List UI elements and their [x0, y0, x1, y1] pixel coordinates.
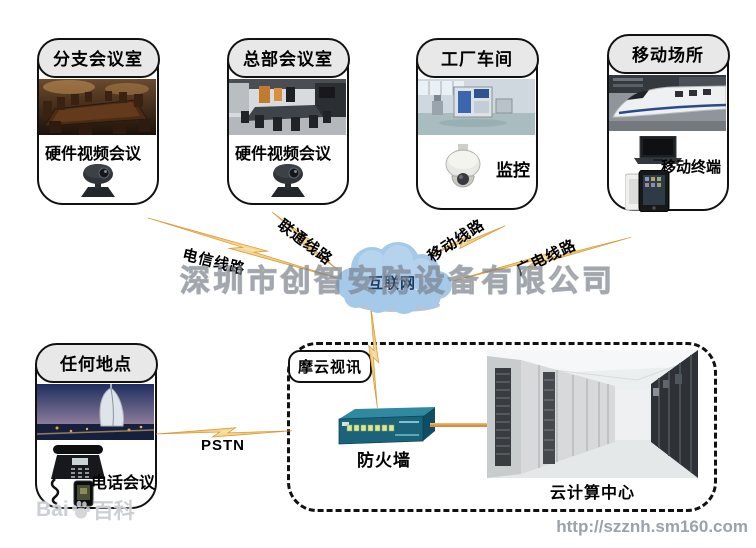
node-hq-room: 总部会议室 硬件视频会议 [226, 37, 350, 205]
node-hq-title-text: 总部会议室 [243, 50, 333, 69]
hq-room-photo [229, 79, 346, 135]
node-mobile-title: 移动场所 [606, 33, 730, 74]
node-hq-title: 总部会议室 [226, 37, 350, 78]
firewall-label: 防火墙 [357, 451, 411, 470]
node-branch-title: 分支会议室 [36, 37, 160, 78]
branch-room-photo [39, 79, 156, 135]
node-factory-title-text: 工厂车间 [441, 50, 513, 69]
branch-caption: 硬件视频会议 [45, 146, 142, 163]
telephone-icon [50, 445, 105, 507]
node-anywhere-title: 任何地点 [34, 342, 158, 383]
node-anywhere-title-text: 任何地点 [60, 355, 132, 374]
hq-caption: 硬件视频会议 [235, 146, 332, 163]
anywhere-caption: 电话会议 [91, 475, 156, 492]
factory-photo [418, 79, 535, 135]
site-url-watermark: http://szznh.sm160.com [556, 517, 748, 536]
train-photo [609, 75, 726, 131]
link-label-pstn: PSTN [201, 437, 246, 454]
tablet-icon [625, 170, 670, 212]
node-branch-title-text: 分支会议室 [53, 50, 143, 69]
mobile-caption: 移动终端 [661, 159, 722, 176]
baidu-paw-icon [71, 500, 90, 519]
laptop-icon [634, 136, 682, 164]
baidu-watermark-prefix: Bai [36, 498, 69, 521]
cloud-center-label: 云计算中心 [549, 485, 635, 502]
node-anywhere: 任何地点 电话会议 [34, 342, 158, 509]
node-mobile: 移动场所 移动终端 [606, 33, 730, 212]
baidu-watermark-suffix: 百科 [92, 500, 135, 523]
node-mobile-title-text: 移动场所 [632, 46, 704, 65]
ptz-camera-icon [81, 164, 115, 197]
hotel-photo [37, 384, 154, 440]
company-watermark: 深圳市创智安防设备有限公司 [179, 264, 616, 298]
node-factory-title: 工厂车间 [415, 37, 539, 78]
firewall-device [338, 407, 435, 445]
dome-camera-icon [445, 144, 481, 188]
ptz-camera-icon [271, 164, 305, 197]
node-factory: 工厂车间 监控 [415, 37, 539, 210]
server-room-photo [487, 350, 698, 478]
datacenter-badge: 摩云视讯 [288, 350, 373, 383]
factory-caption: 监控 [496, 161, 530, 180]
node-branch-room: 分支会议室 硬件视频会议 [36, 37, 160, 205]
baidu-watermark: Bai 百科 [36, 495, 135, 525]
